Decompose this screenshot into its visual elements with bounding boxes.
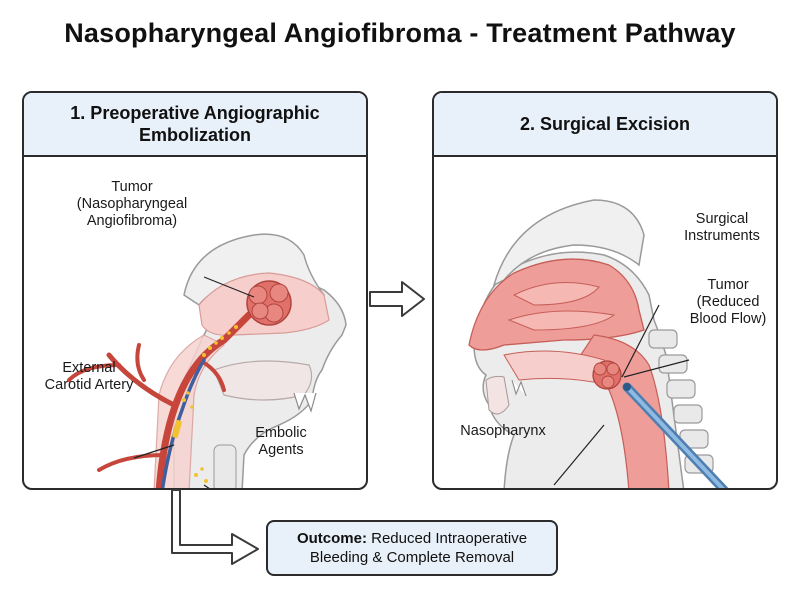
label-instruments-line2: Instruments [684, 228, 760, 244]
arrow-down-right-icon [171, 489, 259, 565]
surgical-illustration [468, 199, 729, 488]
nasal-cavity [468, 258, 645, 351]
label-tumor2-line2: (Reduced [696, 294, 760, 310]
label-tumor2-line1: Tumor [707, 277, 749, 293]
panel-surgical-header: 2. Surgical Excision [434, 93, 776, 157]
label-instruments-line1: Surgical [695, 211, 749, 227]
mouth [485, 375, 510, 415]
artery-branch-2 [135, 343, 146, 382]
catheter-marker [172, 419, 182, 439]
label-nasopharynx-text: Nasopharynx [460, 423, 546, 439]
turbinate-2 [507, 310, 616, 331]
tumor-nasopharyngeal [246, 280, 292, 326]
panel-embolization-header: 1. Preoperative Angiographic Embolizatio… [24, 93, 366, 157]
turbinate-1 [512, 282, 600, 306]
label-tumor-line2: (Nasopharyngeal [76, 196, 188, 212]
artery-branch-1 [106, 352, 177, 408]
outcome-line1: Outcome: Reduced Intraoperative [268, 529, 556, 548]
artery-branch-3 [67, 363, 121, 382]
label-nasopharynx: Nasopharynx [448, 423, 558, 440]
embolization-illustration [67, 233, 347, 488]
panel-embolization: 1. Preoperative Angiographic Embolizatio… [22, 91, 368, 490]
label-embolic-agents: Embolic Agents [242, 425, 320, 459]
label-tumor-reduced: Tumor (Reduced Blood Flow) [678, 277, 776, 328]
skull-outline [492, 199, 645, 287]
tongue [213, 360, 313, 401]
label-external-carotid-artery: External Carotid Artery [28, 360, 150, 394]
arrow-right-icon [369, 281, 425, 317]
label-agents-line2: Agents [258, 442, 304, 458]
teeth [511, 379, 527, 397]
label-tumor-line3: Angiofibroma) [86, 213, 178, 229]
label-tumor-line1: Tumor [111, 179, 153, 195]
label-agents-line1: Embolic [255, 425, 307, 441]
catheter [160, 358, 206, 488]
embolic-particles [182, 325, 238, 483]
label-tumor: Tumor (Nasopharyngeal Angiofibroma) [62, 179, 202, 230]
outcome-label: Outcome: [296, 530, 367, 547]
outcome-text-2: Bleeding & Complete Removal [309, 549, 515, 566]
label-tumor2-line3: Blood Flow) [689, 311, 767, 327]
teeth [293, 392, 317, 413]
label-artery-line2: Carotid Artery [44, 377, 134, 393]
tumor-reduced [592, 360, 622, 390]
panel-surgical-excision: 2. Surgical Excision [432, 91, 778, 490]
artery-branch-4 [97, 453, 166, 472]
panel-embolization-title: 1. Preoperative Angiographic Embolizatio… [70, 103, 320, 145]
panel-surgical-title: 2. Surgical Excision [519, 114, 691, 134]
vertebra [213, 444, 237, 488]
diagram-title: Nasopharyngeal Angiofibroma - Treatment … [64, 18, 736, 48]
outcome-text-1: Reduced Intraoperative [366, 530, 528, 547]
outcome-box: Outcome: Reduced Intraoperative Bleeding… [266, 520, 558, 576]
label-surgical-instruments: Surgical Instruments [672, 211, 772, 245]
label-artery-line1: External [62, 360, 116, 376]
